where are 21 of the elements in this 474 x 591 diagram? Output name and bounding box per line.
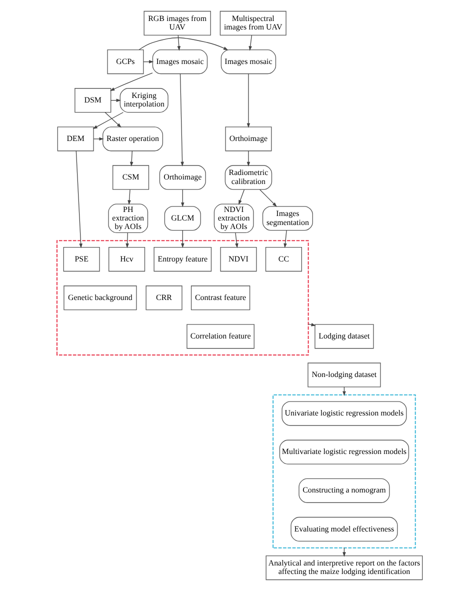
arrow bbox=[138, 37, 228, 50]
arrow bbox=[76, 150, 82, 248]
arrow bbox=[248, 34, 252, 51]
arrow bbox=[238, 189, 245, 205]
arrow bbox=[181, 230, 184, 248]
arrow bbox=[130, 150, 134, 167]
arrow bbox=[180, 74, 184, 166]
cluster bbox=[272, 394, 416, 548]
cluster bbox=[56, 240, 309, 356]
arrow bbox=[284, 230, 287, 248]
arrow bbox=[177, 34, 181, 51]
arrow bbox=[246, 74, 250, 128]
arrow bbox=[235, 232, 238, 248]
arrow bbox=[128, 189, 131, 205]
arrow bbox=[246, 150, 250, 167]
arrow bbox=[92, 112, 124, 129]
arrow bbox=[110, 72, 153, 91]
arrow bbox=[259, 189, 277, 207]
arrow bbox=[126, 232, 129, 248]
arrow bbox=[181, 189, 184, 208]
arrow bbox=[104, 112, 122, 128]
